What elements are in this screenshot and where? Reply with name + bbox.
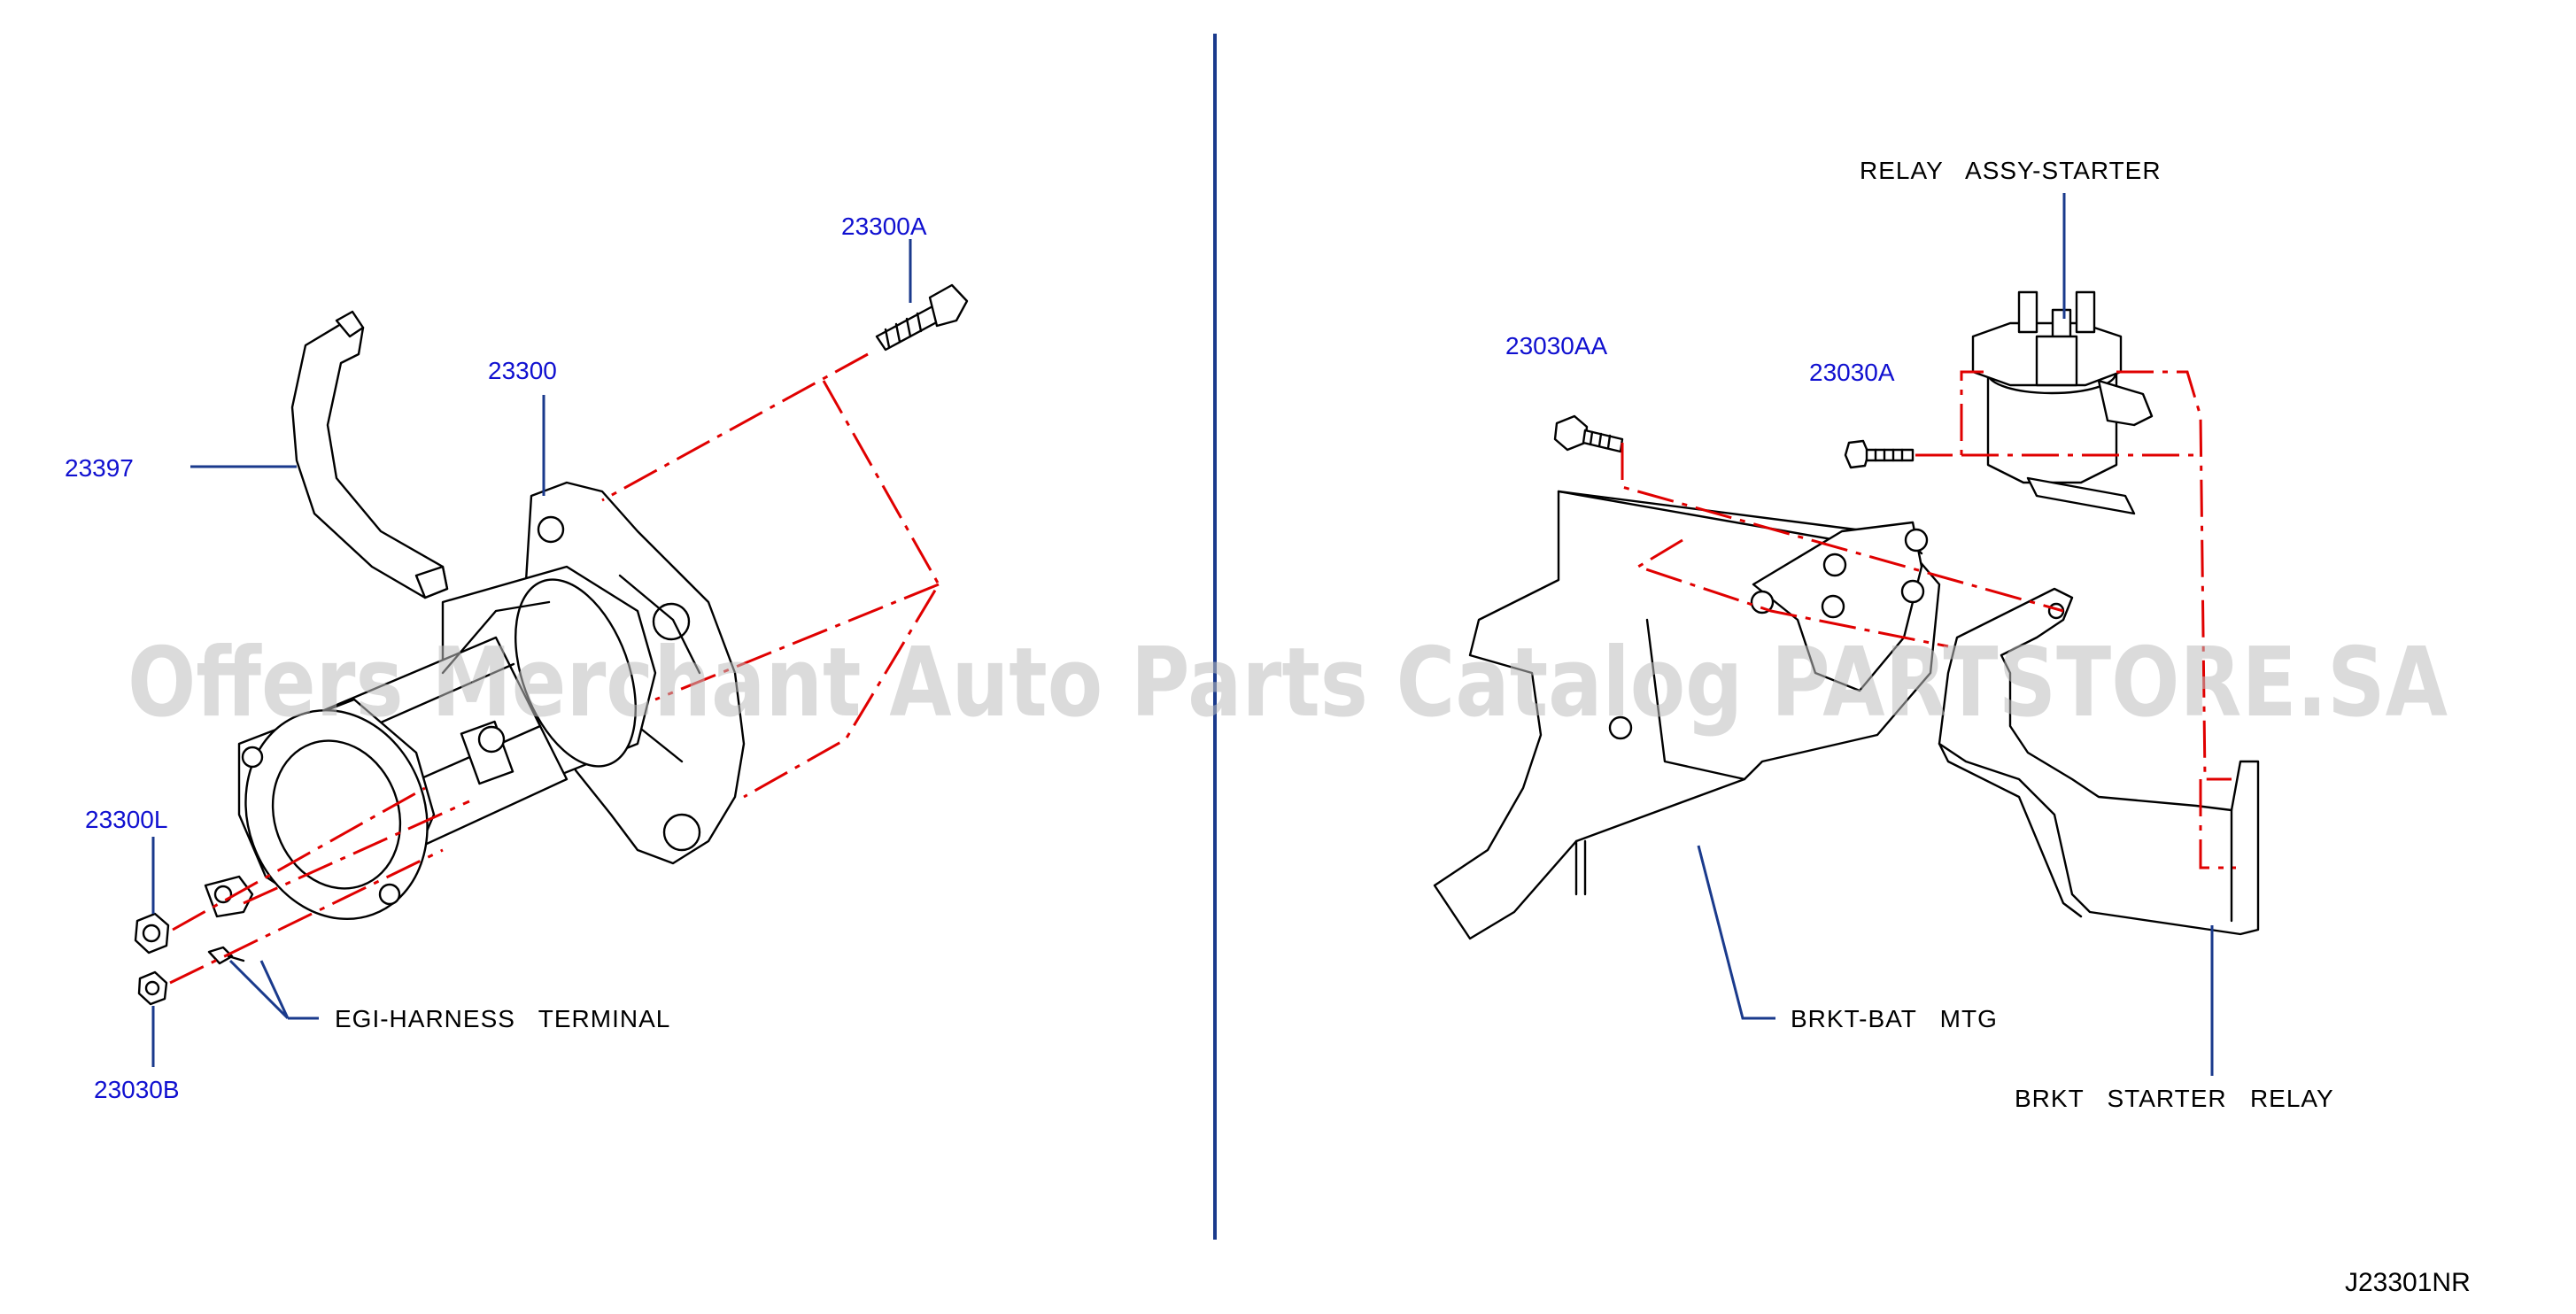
bolt-23030a-drawing[interactable] (1844, 439, 1915, 469)
label-23030aa: 23030AA (1505, 332, 1608, 359)
right-leader-lines (1697, 193, 2214, 1076)
battery-bracket-drawing[interactable] (1433, 490, 1941, 940)
label-egi-harness-terminal: EGI-HARNESS TERMINAL (335, 1005, 670, 1032)
label-23300: 23300 (488, 357, 557, 384)
label-23300l: 23300L (85, 806, 167, 833)
label-23300a: 23300A (841, 213, 927, 240)
watermark-text: Offers Merchant Auto Parts Catalog PARTS… (128, 628, 2448, 738)
bolt-23030aa-drawing[interactable] (1553, 414, 1624, 453)
label-brkt-bat-mtg: BRKT-BAT MTG (1791, 1005, 1998, 1032)
left-phantom-lines (169, 352, 940, 985)
label-23030b: 23030B (94, 1076, 180, 1103)
label-brkt-starter-relay: BRKT STARTER RELAY (2015, 1085, 2334, 1112)
bolt-23300a-drawing[interactable] (875, 283, 969, 352)
starter-motor-drawing[interactable] (217, 481, 746, 945)
diagram-code: J23301NR (2345, 1268, 2471, 1297)
label-23030a: 23030A (1809, 359, 1895, 386)
nut-23300l-drawing[interactable] (134, 912, 170, 955)
starter-cable-drawing[interactable] (290, 310, 449, 599)
starter-relay-bracket-drawing[interactable] (1938, 587, 2260, 936)
starter-relay-drawing[interactable] (1971, 290, 2154, 515)
egi-harness-terminal-drawing[interactable] (204, 875, 254, 965)
nut-23030b-drawing[interactable] (137, 970, 168, 1006)
left-leader-lines (151, 239, 912, 1067)
label-23397: 23397 (65, 454, 134, 482)
right-phantom-lines (1621, 370, 2236, 870)
label-relay-assy-starter: RELAY ASSY-STARTER (1860, 157, 2162, 184)
